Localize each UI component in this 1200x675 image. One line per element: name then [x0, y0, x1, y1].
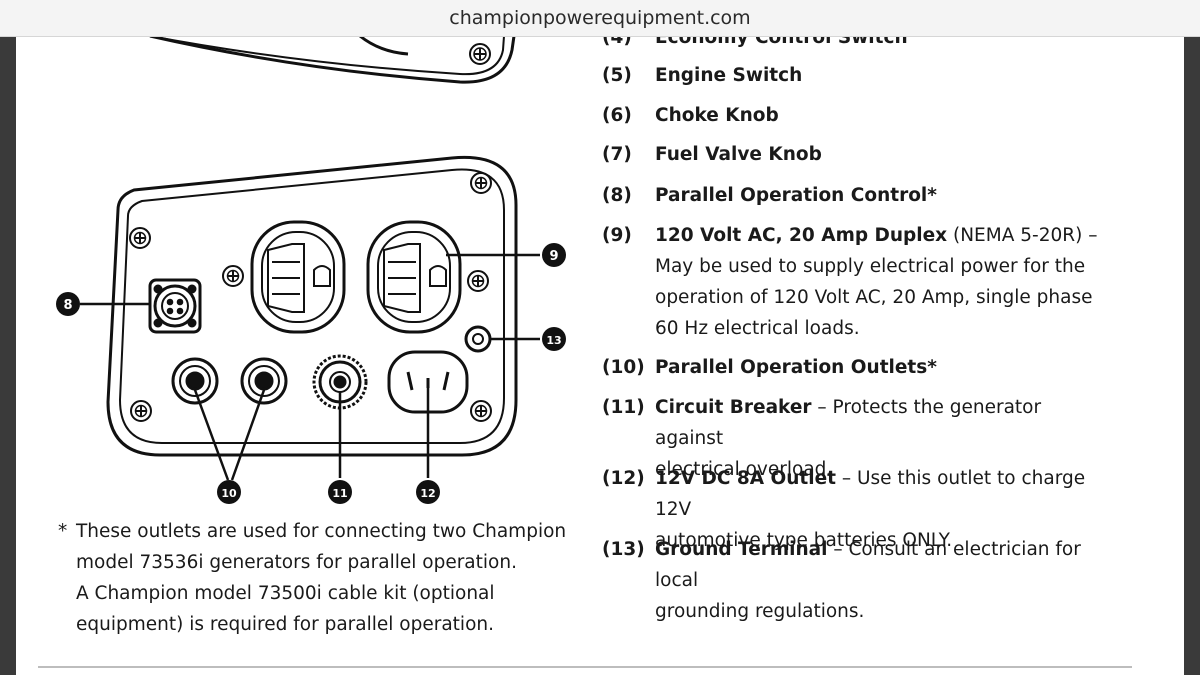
footnote-line: model 73536i generators for parallel ope… — [76, 552, 517, 573]
footnote: * These outlets are used for connecting … — [58, 516, 578, 640]
duplex-outlet-right — [366, 220, 462, 334]
duplex-outlet-left — [250, 220, 346, 334]
parallel-outlet-right — [240, 357, 288, 405]
item-title: Fuel Valve Knob — [655, 144, 822, 165]
browser-url-bar[interactable]: championpowerequipment.com — [0, 0, 1200, 37]
item-body: Ground Terminal – Consult an electrician… — [655, 534, 1115, 627]
item-title: 120 Volt AC, 20 Amp Duplex — [655, 225, 948, 246]
item-number: (9) — [602, 225, 632, 246]
screw-icon — [469, 43, 491, 65]
callout-10: 10 — [217, 480, 241, 504]
item-title: Choke Knob — [655, 105, 779, 126]
item-body: Circuit Breaker – Protects the generator… — [655, 392, 1115, 485]
callout-9: 9 — [542, 243, 566, 267]
svg-text:13: 13 — [546, 334, 561, 347]
screw-icon — [467, 270, 489, 292]
footnote-line: These outlets are used for connecting tw… — [76, 521, 567, 542]
item-desc-line: May be used to supply electrical power f… — [655, 256, 1086, 277]
item-desc-line: electrical overload. — [655, 459, 833, 480]
item-number: (12) — [602, 468, 645, 489]
item-number: (10) — [602, 357, 645, 378]
callout-8: 8 — [56, 292, 80, 316]
item-desc-line: grounding regulations. — [655, 601, 865, 622]
item-desc-line: automotive type batteries ONLY. — [655, 530, 953, 551]
screw-icon — [470, 172, 492, 194]
item-title: Circuit Breaker — [655, 397, 812, 418]
screw-icon — [222, 265, 244, 287]
item-body: 120 Volt AC, 20 Amp Duplex (NEMA 5-20R) … — [655, 220, 1115, 344]
svg-text:9: 9 — [549, 249, 558, 264]
callout-12: 12 — [416, 480, 440, 504]
svg-text:8: 8 — [63, 298, 72, 313]
item-body: 12V DC 8A Outlet – Use this outlet to ch… — [655, 463, 1115, 556]
callout-11: 11 — [328, 480, 352, 504]
main-panel-outline — [106, 155, 518, 457]
item-desc-line: operation of 120 Volt AC, 20 Amp, single… — [655, 287, 1093, 308]
screw-icon — [129, 227, 151, 249]
callout-13: 13 — [542, 327, 566, 351]
svg-text:12: 12 — [420, 487, 435, 500]
item-title: Ground Terminal — [655, 539, 828, 560]
item-title: Engine Switch — [655, 65, 803, 86]
item-number: (13) — [602, 539, 645, 560]
upper-panel-partial — [149, 34, 516, 84]
item-number: (5) — [602, 65, 632, 86]
item-number: (6) — [602, 105, 632, 126]
item-desc: – Consult an electrician for local — [655, 539, 1081, 591]
ground-terminal — [464, 325, 492, 353]
parallel-outlet-left — [171, 357, 219, 405]
item-desc: – Use this outlet to charge 12V — [655, 468, 1086, 520]
footnote-marker: * — [58, 521, 68, 542]
left-edge-bar — [0, 0, 16, 675]
item-spec: (NEMA 5-20R) – — [947, 225, 1098, 246]
footnote-line: A Champion model 73500i cable kit (optio… — [76, 583, 495, 604]
svg-text:10: 10 — [221, 487, 237, 500]
item-number: (8) — [602, 185, 632, 206]
control-panel-diagram: 8 9 13 10 11 12 — [56, 34, 566, 504]
item-number: (11) — [602, 397, 645, 418]
item-title: 12V DC 8A Outlet — [655, 468, 836, 489]
svg-text:11: 11 — [332, 487, 347, 500]
item-title: Parallel Operation Control* — [655, 185, 937, 206]
footnote-line: equipment) is required for parallel oper… — [76, 614, 494, 635]
item-desc-line: 60 Hz electrical loads. — [655, 318, 860, 339]
screw-icon — [470, 400, 492, 422]
page-divider — [38, 666, 1132, 668]
item-desc: – Protects the generator against — [655, 397, 1042, 449]
item-title: Parallel Operation Outlets* — [655, 357, 937, 378]
parallel-control-connector — [148, 278, 202, 334]
screw-icon — [130, 400, 152, 422]
url-domain: championpowerequipment.com — [449, 7, 751, 29]
item-number: (7) — [602, 144, 632, 165]
right-edge-bar — [1184, 0, 1200, 675]
